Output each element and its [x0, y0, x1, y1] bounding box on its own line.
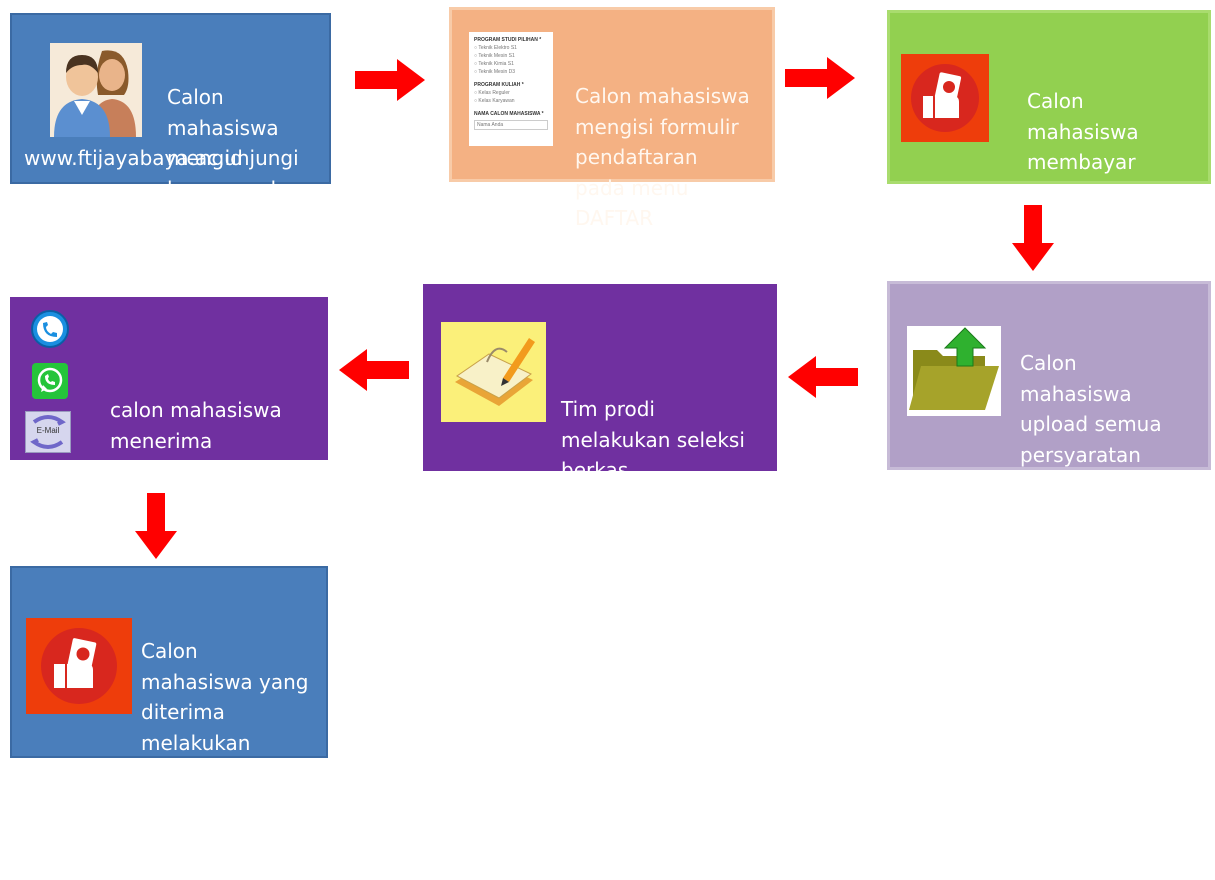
step-fill-form: PROGRAM STUDI PILIHAN * ○ Teknik Elektro… — [449, 7, 775, 230]
arrow-down-1 — [1012, 205, 1054, 271]
arrow-down-2 — [135, 493, 177, 559]
users-icon — [50, 43, 142, 137]
email-icon: E-Mail — [25, 411, 71, 453]
phone-icon — [31, 310, 69, 348]
payment-icon — [901, 54, 989, 142]
whatsapp-icon — [32, 363, 68, 399]
arrow-right-2 — [785, 57, 855, 99]
payment-icon — [26, 618, 132, 714]
upload-folder-icon — [907, 326, 1001, 416]
arrow-left-2 — [339, 349, 409, 391]
arrow-left-1 — [788, 356, 858, 398]
notepad-icon — [441, 322, 546, 422]
arrow-right-1 — [355, 59, 425, 101]
form-icon: PROGRAM STUDI PILIHAN * ○ Teknik Elektro… — [469, 32, 553, 146]
website-url: www.ftijayabaya.ac.id — [24, 146, 243, 170]
